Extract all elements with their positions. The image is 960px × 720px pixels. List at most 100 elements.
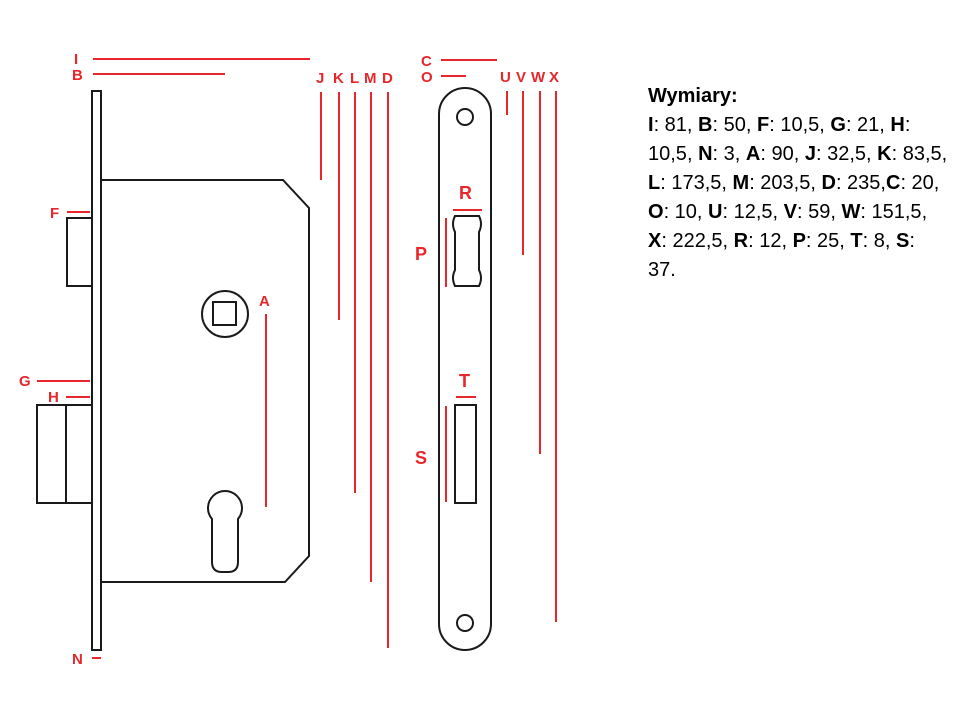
spec-key: R <box>733 230 749 252</box>
label-T: T <box>459 371 470 391</box>
label-W: W <box>531 69 546 86</box>
spec-value: : 25 <box>805 230 840 252</box>
spec-item-L: L: 173,5 <box>648 172 721 194</box>
spec-item-K: K: 83,5 <box>877 143 942 165</box>
spec-item-W: W: 151,5 <box>842 201 922 223</box>
spec-key: H <box>890 114 905 136</box>
spec-key: K <box>877 143 892 165</box>
spec-title: Wymiary: <box>648 85 738 107</box>
spec-item-M: M: 203,5 <box>733 172 811 194</box>
label-P: P <box>415 244 427 264</box>
spec-item-U: U: 12,5 <box>708 201 773 223</box>
lock-case <box>100 179 310 583</box>
cylinder-keyhole <box>207 490 243 573</box>
label-I: I <box>74 51 78 68</box>
bolt-opening <box>454 404 477 504</box>
spec-value: : 203,5 <box>749 172 811 194</box>
spec-key: W <box>841 201 861 223</box>
spec-key: N <box>698 143 713 165</box>
spec-item-N: N: 3 <box>698 143 735 165</box>
label-M: M <box>364 70 377 87</box>
spec-item-I: I: 81 <box>648 114 687 136</box>
latch-opening <box>452 215 482 287</box>
spec-key: F <box>756 114 770 136</box>
label-A: A <box>259 293 270 310</box>
spec-item-T: T: 8 <box>850 230 884 252</box>
spec-key: U <box>708 201 723 223</box>
spec-key: X <box>648 230 662 252</box>
label-O: O <box>421 69 433 86</box>
lock-faceplate <box>91 90 102 651</box>
spec-value: : 235 <box>835 172 881 194</box>
spec-item-C: C: 20 <box>886 172 934 194</box>
spec-value: : 32,5 <box>815 143 866 165</box>
screw-hole-top <box>456 108 474 126</box>
spec-item-J: J: 32,5 <box>805 143 866 165</box>
spec-item-S: S: 37 <box>648 230 915 281</box>
screw-hole-bottom <box>456 614 474 632</box>
label-K: K <box>333 70 344 87</box>
lock-dimension-diagram: I B J K L M D F G H A N C O U V W X R P … <box>19 51 559 668</box>
spec-key: T <box>850 230 863 252</box>
spec-item-G: G: 21 <box>830 114 879 136</box>
spec-value: : 8 <box>862 230 885 252</box>
label-H: H <box>48 389 59 406</box>
dimension-lines <box>37 58 557 659</box>
strike-plate-outline <box>438 87 492 651</box>
spec-item-F: F: 10,5 <box>757 114 819 136</box>
spec-key: B <box>698 114 713 136</box>
spec-key: O <box>648 201 664 223</box>
latch-bolt <box>66 217 93 287</box>
spec-value: : 59 <box>797 201 831 223</box>
spec-value: : 20 <box>900 172 934 194</box>
label-R: R <box>459 183 472 203</box>
spec-value: : 10 <box>663 201 697 223</box>
spec-key: D <box>821 172 836 194</box>
lock-body <box>36 90 310 651</box>
spec-item-O: O: 10 <box>648 201 697 223</box>
spec-value: : 12,5 <box>722 201 773 223</box>
spec-key: G <box>830 114 846 136</box>
label-L: L <box>350 70 359 87</box>
spec-item-R: R: 12 <box>734 230 782 252</box>
label-G: G <box>19 373 31 390</box>
label-J: J <box>316 70 324 87</box>
spindle-square <box>212 301 237 326</box>
spec-item-X: X: 222,5 <box>648 230 723 252</box>
spec-list: I: 81, B: 50, F: 10,5, G: 21, H: 10,5, N… <box>648 114 948 281</box>
spec-value: : 50 <box>712 114 746 136</box>
spec-item-D: D: 235 <box>821 172 880 194</box>
spec-value: : 83,5 <box>891 143 942 165</box>
spec-value: : 173,5 <box>660 172 722 194</box>
spec-key: J <box>804 143 816 165</box>
spec-key: V <box>783 201 798 223</box>
spec-key: C <box>885 172 901 194</box>
spec-item-P: P: 25 <box>793 230 840 252</box>
spec-key: M <box>732 172 750 194</box>
spec-value: : 151,5 <box>860 201 922 223</box>
label-C: C <box>421 53 432 70</box>
spec-key: L <box>648 172 661 194</box>
label-X: X <box>549 69 559 86</box>
spec-key: A <box>745 143 761 165</box>
label-S: S <box>415 448 427 468</box>
spec-value: : 21 <box>845 114 880 136</box>
spec-item-H: H : 10,5 <box>648 114 910 165</box>
spec-value: : 90 <box>760 143 794 165</box>
spec-item-B: B: 50 <box>698 114 746 136</box>
spec-item-A: A: 90 <box>746 143 794 165</box>
dead-bolt <box>36 404 93 504</box>
spec-value: : 10,5 <box>648 114 911 165</box>
spec-value: : 222,5 <box>661 230 723 252</box>
spec-item-V: V: 59 <box>784 201 831 223</box>
label-F: F <box>50 205 59 222</box>
strike-plate <box>438 87 492 651</box>
spec-value: : 81 <box>653 114 687 136</box>
spec-value: : 3 <box>712 143 735 165</box>
spec-key: S <box>896 230 910 252</box>
dimensions-spec: Wymiary: I: 81, B: 50, F: 10,5, G: 21, H… <box>648 82 948 285</box>
spec-value: : 10,5 <box>769 114 820 136</box>
label-B: B <box>72 67 83 84</box>
spec-key: I <box>648 114 654 136</box>
spec-value: : 12 <box>748 230 782 252</box>
